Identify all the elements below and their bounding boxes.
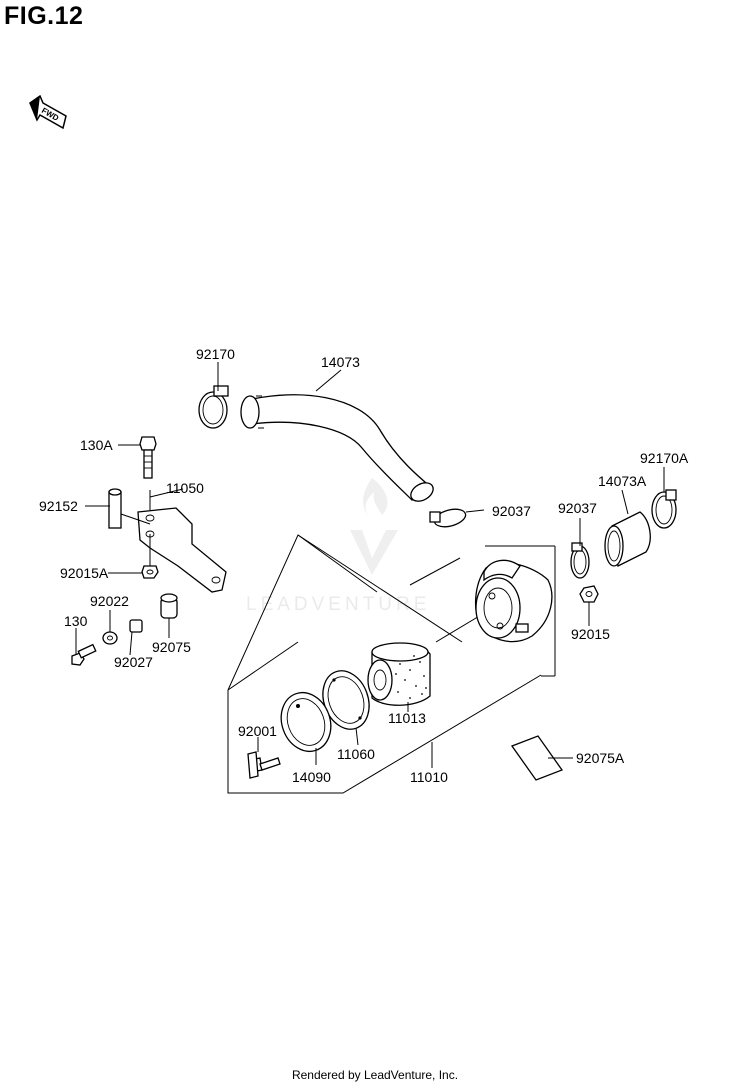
label-92001[interactable]: 92001 — [238, 723, 277, 739]
label-14090[interactable]: 14090 — [292, 769, 331, 785]
leader-lines — [75, 362, 665, 768]
bracket-11050 — [137, 507, 227, 593]
footer-credit: Rendered by LeadVenture, Inc. — [291, 1068, 459, 1082]
label-11013[interactable]: 11013 — [388, 710, 426, 726]
label-130[interactable]: 130 — [64, 613, 88, 629]
label-92022[interactable]: 92022 — [90, 593, 129, 609]
label-92170A[interactable]: 92170A — [640, 450, 689, 466]
label-92037-right[interactable]: 92037 — [558, 500, 597, 516]
hose-clamp-92170 — [198, 385, 229, 429]
hose-clamp-92170A — [651, 489, 677, 529]
watermark-logo: LEADVENTURE — [246, 478, 430, 615]
label-92015A[interactable]: 92015A — [60, 565, 109, 581]
label-92037-left[interactable]: 92037 — [492, 503, 531, 519]
label-92027[interactable]: 92027 — [114, 654, 153, 670]
pad-92075A — [510, 735, 564, 781]
filter-element-11013 — [367, 642, 431, 706]
assembly-outline — [227, 534, 556, 794]
label-11050[interactable]: 11050 — [166, 480, 204, 496]
air-cleaner-housing — [474, 559, 553, 643]
wing-bolt-92001 — [247, 751, 281, 779]
label-92075[interactable]: 92075 — [152, 639, 191, 655]
hose-clamp-92037-right — [570, 542, 590, 579]
label-14073[interactable]: 14073 — [321, 354, 360, 370]
grommet-92075 — [160, 593, 178, 619]
bolt-130A — [139, 436, 157, 479]
hose-clamp-92037-left — [429, 508, 467, 528]
nut-92015 — [579, 585, 599, 603]
label-130A[interactable]: 130A — [80, 437, 113, 453]
label-11010[interactable]: 11010 — [410, 769, 448, 785]
watermark-text: LEADVENTURE — [246, 594, 430, 615]
intake-duct-14073 — [240, 394, 434, 502]
label-11060[interactable]: 11060 — [337, 746, 375, 762]
label-92170[interactable]: 92170 — [196, 346, 235, 362]
label-92075A[interactable]: 92075A — [576, 750, 625, 766]
label-92152[interactable]: 92152 — [39, 498, 78, 514]
label-14073A[interactable]: 14073A — [598, 473, 647, 489]
washer-92022 — [102, 631, 118, 645]
label-92015[interactable]: 92015 — [571, 626, 610, 642]
nut-92015A — [141, 565, 159, 579]
hose-14073A — [604, 511, 651, 567]
bolt-130 — [71, 643, 97, 666]
fwd-arrow-icon: FWD — [29, 94, 67, 130]
collar-92027 — [129, 619, 143, 633]
collar-92152 — [108, 488, 122, 529]
figure-title: FIG.12 — [4, 2, 84, 30]
part-labels: 92170 14073 130A 11050 92152 92015A 9202… — [39, 346, 689, 785]
